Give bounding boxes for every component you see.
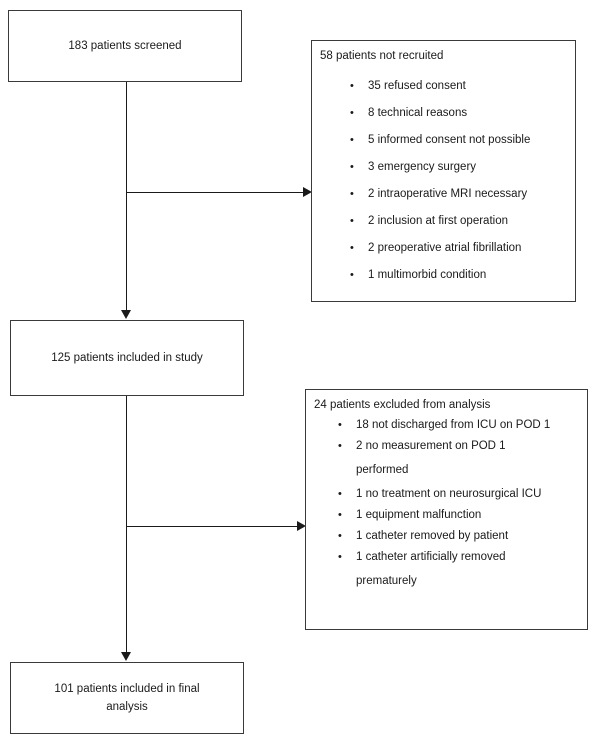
- bullet-icon: •: [350, 269, 354, 281]
- bullet-icon: •: [350, 188, 354, 200]
- list-item: • 1 catheter removed by patient: [314, 526, 581, 547]
- bullet-icon: •: [338, 530, 342, 542]
- reason-text: 1 equipment malfunction: [356, 509, 482, 521]
- excluded-title: 24 patients excluded from analysis: [314, 399, 491, 411]
- reason-text: 2 intraoperative MRI necessary: [368, 188, 528, 200]
- list-item: • 3 emergency surgery: [320, 154, 569, 181]
- reason-text: 1 catheter removed by patient: [356, 530, 509, 542]
- node-patients-final-analysis: 101 patients included in final analysis: [10, 662, 244, 734]
- node-patients-screened: 183 patients screened: [8, 10, 242, 82]
- list-item: • 35 refused consent: [320, 73, 569, 100]
- reason-text: 1 catheter artificially removed: [356, 551, 506, 563]
- list-item: • 2 inclusion at first operation: [320, 208, 569, 235]
- bullet-icon: •: [350, 134, 354, 146]
- list-item: • 1 equipment malfunction: [314, 505, 581, 526]
- final-label-line-1: 101 patients included in final: [54, 683, 200, 695]
- reason-text: 5 informed consent not possible: [368, 134, 531, 146]
- arrowhead-to-final: [121, 652, 131, 661]
- not-recruited-reason-list: • 35 refused consent • 8 technical reaso…: [320, 73, 569, 289]
- reason-text-continuation: performed: [356, 464, 409, 476]
- bullet-icon: •: [350, 215, 354, 227]
- node-patients-excluded: 24 patients excluded from analysis • 18 …: [305, 389, 588, 630]
- node-patients-not-recruited: 58 patients not recruited • 35 refused c…: [311, 40, 576, 302]
- node-patients-screened-label: 183 patients screened: [68, 40, 182, 52]
- connector-to-not-recruited: [126, 192, 304, 193]
- bullet-icon: •: [338, 419, 342, 431]
- list-item: • 2 intraoperative MRI necessary: [320, 181, 569, 208]
- list-item: • 1 catheter artificially removed premat…: [314, 547, 581, 595]
- bullet-icon: •: [338, 551, 342, 563]
- reason-text: 18 not discharged from ICU on POD 1: [356, 419, 551, 431]
- reason-text: 2 no measurement on POD 1: [356, 440, 506, 452]
- connector-to-excluded: [126, 526, 298, 527]
- reason-text: 8 technical reasons: [368, 107, 468, 119]
- reason-text-continuation: prematurely: [356, 575, 417, 587]
- list-item: • 2 preoperative atrial fibrillation: [320, 235, 569, 262]
- arrowhead-to-excluded: [297, 521, 306, 531]
- arrowhead-to-included: [121, 310, 131, 319]
- bullet-icon: •: [338, 440, 342, 452]
- reason-text: 35 refused consent: [368, 80, 466, 92]
- node-patients-final-analysis-label: 101 patients included in final analysis: [46, 680, 207, 716]
- excluded-reason-list: • 18 not discharged from ICU on POD 1 • …: [314, 415, 581, 595]
- bullet-icon: •: [338, 488, 342, 500]
- final-label-line-2: analysis: [106, 701, 148, 713]
- reason-text: 3 emergency surgery: [368, 161, 477, 173]
- list-item: • 5 informed consent not possible: [320, 127, 569, 154]
- list-item: • 18 not discharged from ICU on POD 1: [314, 415, 581, 436]
- reason-text: 2 inclusion at first operation: [368, 215, 508, 227]
- reason-text: 1 multimorbid condition: [368, 269, 487, 281]
- bullet-icon: •: [338, 509, 342, 521]
- bullet-icon: •: [350, 107, 354, 119]
- not-recruited-title: 58 patients not recruited: [320, 50, 444, 62]
- node-patients-included-label: 125 patients included in study: [51, 352, 203, 364]
- connector-screened-to-included: [126, 82, 127, 312]
- reason-text: 1 no treatment on neurosurgical ICU: [356, 488, 542, 500]
- connector-included-to-final: [126, 396, 127, 654]
- arrowhead-to-not-recruited: [303, 187, 312, 197]
- bullet-icon: •: [350, 80, 354, 92]
- list-item: • 8 technical reasons: [320, 100, 569, 127]
- node-patients-included: 125 patients included in study: [10, 320, 244, 396]
- list-item: • 1 multimorbid condition: [320, 262, 569, 289]
- list-item: • 2 no measurement on POD 1 performed: [314, 436, 581, 484]
- bullet-icon: •: [350, 161, 354, 173]
- list-item: • 1 no treatment on neurosurgical ICU: [314, 484, 581, 505]
- bullet-icon: •: [350, 242, 354, 254]
- reason-text: 2 preoperative atrial fibrillation: [368, 242, 522, 254]
